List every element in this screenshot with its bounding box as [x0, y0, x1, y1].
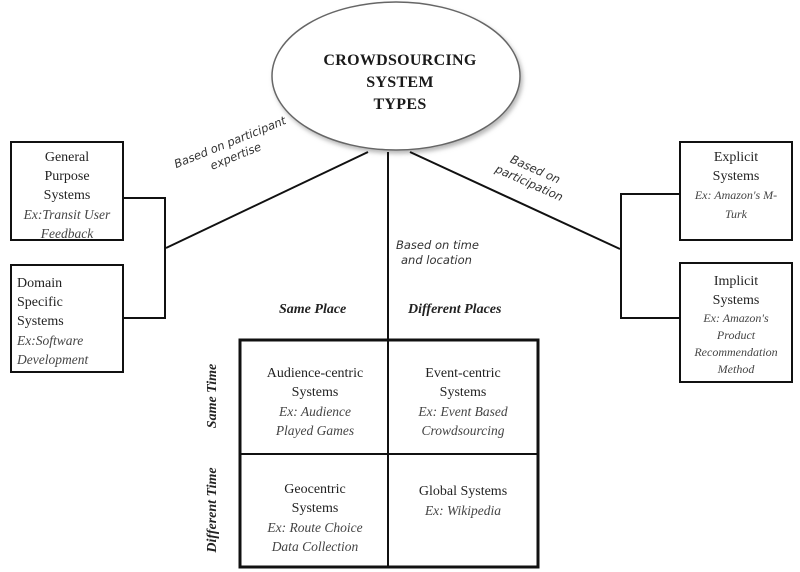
- root-title-line: SYSTEM: [366, 74, 434, 91]
- expertise-bracket: [124, 197, 166, 319]
- explicit-systems-box: Explicit Systems Ex: Amazon's M- Turk: [679, 141, 793, 241]
- cell-example-line: Ex: Event Based: [418, 404, 508, 419]
- box-example-line: Ex:Transit User: [23, 207, 111, 222]
- box-example-line: Turk: [724, 207, 747, 221]
- box-example-line: Ex:Software: [17, 333, 84, 348]
- box-example-line: Ex: Amazon's: [703, 311, 769, 325]
- box-title-line: Systems: [43, 188, 91, 203]
- global-systems-cell: Global Systems Ex: Wikipedia: [390, 482, 536, 520]
- general-purpose-systems-box: General Purpose Systems Ex:Transit User …: [10, 141, 124, 241]
- expertise-connector: [165, 151, 369, 249]
- box-title-line: Systems: [712, 293, 760, 308]
- cell-title-line: Audience-centric: [266, 366, 364, 381]
- box-title-line: General: [44, 150, 90, 165]
- participation-connector: [409, 151, 621, 250]
- box-title-line: Implicit: [713, 274, 759, 289]
- cell-example-line: Ex: Route Choice: [267, 520, 363, 535]
- cell-example-line: Played Games: [275, 423, 355, 438]
- cell-title-line: Systems: [291, 385, 339, 400]
- box-example-line: Development: [17, 352, 89, 367]
- row-header-same-time: Same Time: [205, 363, 220, 429]
- root-title-line: TYPES: [373, 96, 427, 113]
- root-title: CROWDSOURCING SYSTEM TYPES: [290, 50, 510, 116]
- box-example-line: Method: [717, 362, 755, 376]
- column-header-same-place: Same Place: [279, 302, 347, 317]
- geocentric-cell: Geocentric Systems Ex: Route Choice Data…: [242, 480, 388, 556]
- cell-example-line: Ex: Audience: [278, 404, 352, 419]
- cell-title-line: Systems: [291, 501, 339, 516]
- edge-label-line: Based on time: [396, 238, 479, 252]
- box-title-line: Purpose: [44, 169, 90, 184]
- box-title-line: Domain: [17, 276, 63, 291]
- cell-title-line: Event-centric: [425, 366, 501, 381]
- column-header-different-places: Different Places: [408, 302, 502, 317]
- cell-title-line: Global Systems: [418, 484, 508, 499]
- edge-label-line: and location: [401, 253, 472, 267]
- box-example-line: Feedback: [40, 226, 94, 241]
- implicit-systems-box: Implicit Systems Ex: Amazon's Product Re…: [679, 262, 793, 383]
- box-example-line: Recommendation: [694, 345, 778, 359]
- box-title-line: Specific: [17, 295, 63, 310]
- time-location-label: Based on time and location: [396, 238, 479, 268]
- participation-bracket: [620, 193, 679, 319]
- box-title-line: Explicit: [713, 150, 759, 165]
- box-example-line: Product: [716, 328, 756, 342]
- box-example-line: Ex: Amazon's M-: [694, 188, 778, 202]
- box-title-line: Systems: [712, 169, 760, 184]
- cell-example-line: Crowdsourcing: [421, 423, 505, 438]
- row-header-different-time: Different Time: [205, 467, 220, 553]
- box-title-line: Systems: [17, 314, 64, 329]
- root-ellipse: [271, 1, 521, 151]
- cell-example-line: Ex: Wikipedia: [424, 503, 502, 518]
- audience-centric-cell: Audience-centric Systems Ex: Audience Pl…: [242, 364, 388, 440]
- cell-example-line: Data Collection: [271, 539, 359, 554]
- root-title-line: CROWDSOURCING: [323, 52, 477, 69]
- event-centric-cell: Event-centric Systems Ex: Event Based Cr…: [390, 364, 536, 440]
- cell-title-line: Systems: [439, 385, 487, 400]
- cell-title-line: Geocentric: [284, 482, 346, 497]
- domain-specific-systems-box: Domain Specific Systems Ex:Software Deve…: [10, 264, 124, 373]
